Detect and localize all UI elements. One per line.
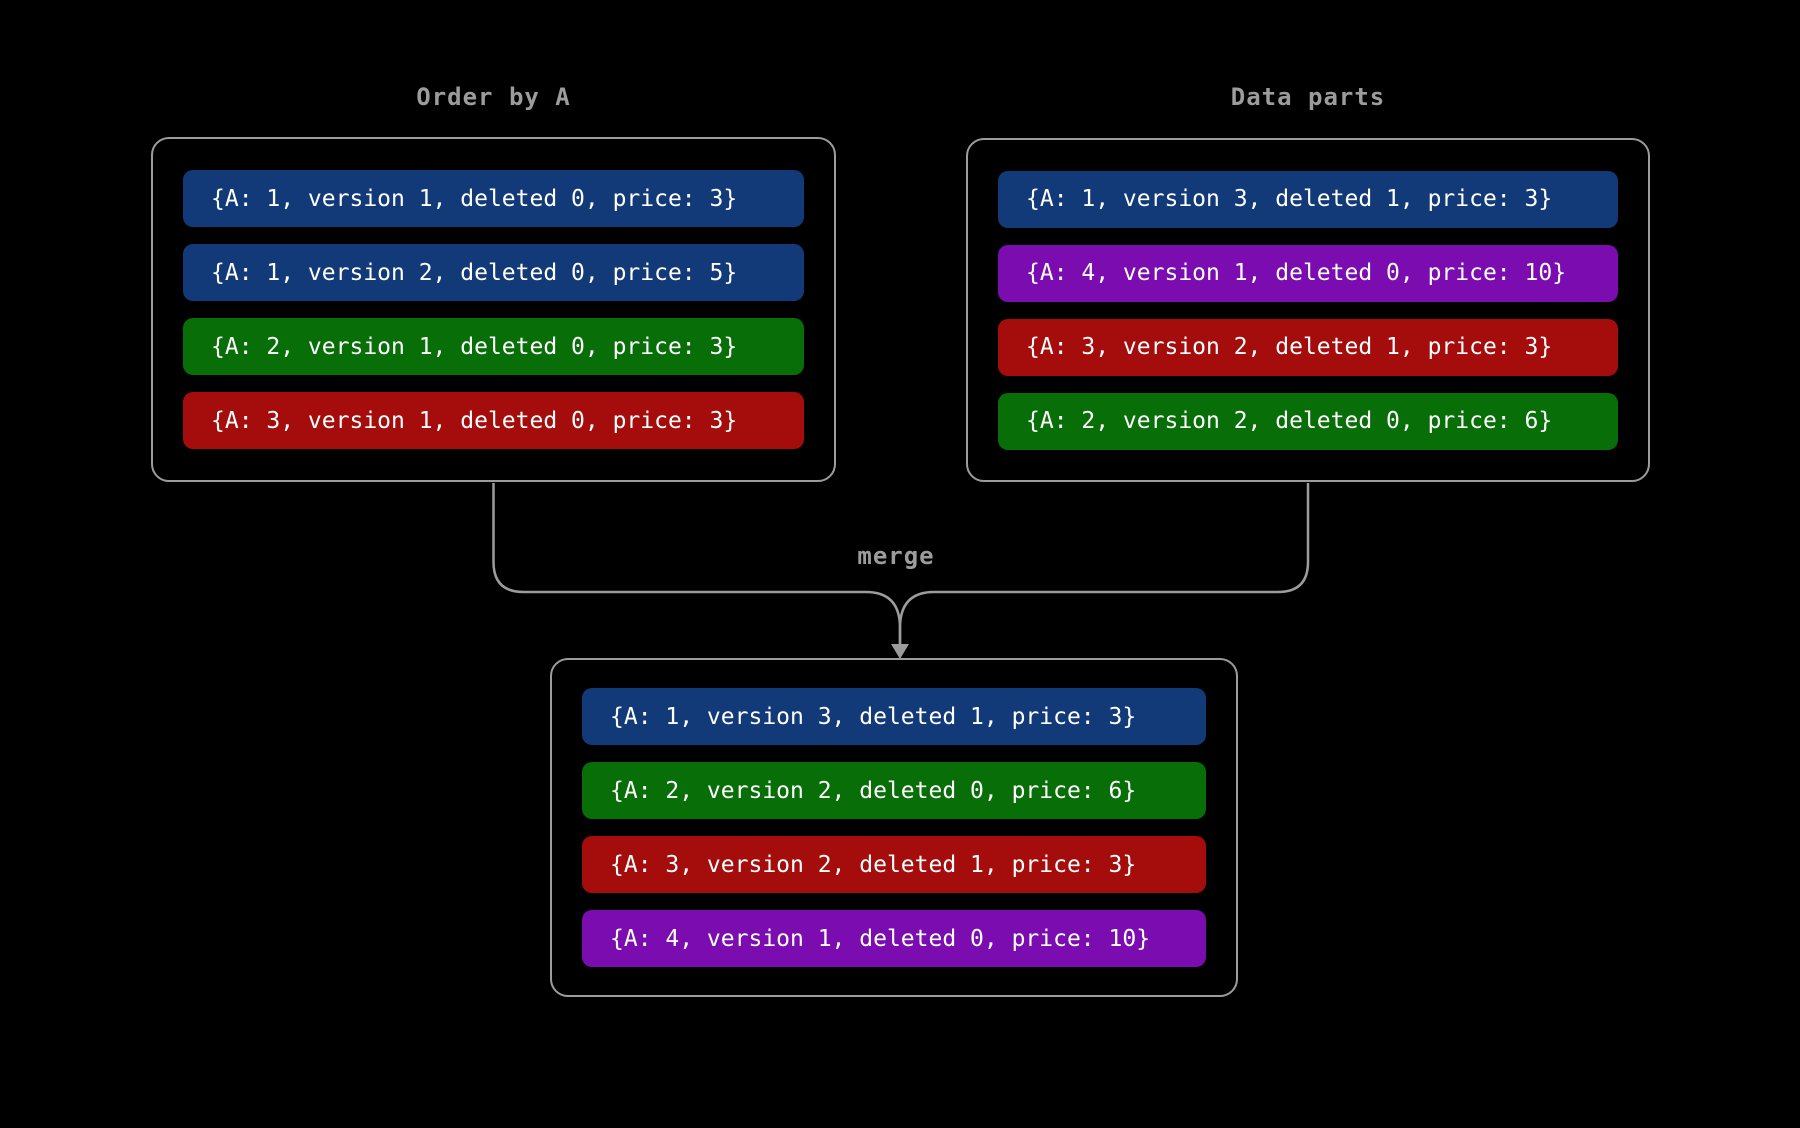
data-row: {A: 3, version 2, deleted 1, price: 3} xyxy=(998,318,1618,376)
right-panel-title: Data parts xyxy=(1230,83,1386,111)
arrow-down-icon xyxy=(891,644,909,659)
data-row: {A: 1, version 1, deleted 0, price: 3} xyxy=(183,170,804,227)
merge-label: merge xyxy=(857,542,935,570)
order-by-a-panel: {A: 1, version 1, deleted 0, price: 3} {… xyxy=(151,137,836,482)
data-parts-panel: {A: 1, version 3, deleted 1, price: 3} {… xyxy=(966,138,1650,482)
data-row: {A: 3, version 2, deleted 1, price: 3} xyxy=(582,836,1206,893)
left-panel-title: Order by A xyxy=(416,83,571,111)
data-row: {A: 1, version 2, deleted 0, price: 5} xyxy=(183,244,804,301)
data-row: {A: 2, version 2, deleted 0, price: 6} xyxy=(998,392,1618,450)
data-row: {A: 2, version 2, deleted 0, price: 6} xyxy=(582,762,1206,819)
data-row: {A: 2, version 1, deleted 0, price: 3} xyxy=(183,318,804,375)
merged-result-panel: {A: 1, version 3, deleted 1, price: 3} {… xyxy=(550,658,1238,997)
data-row: {A: 1, version 3, deleted 1, price: 3} xyxy=(998,170,1618,228)
data-row: {A: 4, version 1, deleted 0, price: 10} xyxy=(582,910,1206,967)
data-row: {A: 4, version 1, deleted 0, price: 10} xyxy=(998,244,1618,302)
data-row: {A: 3, version 1, deleted 0, price: 3} xyxy=(183,392,804,449)
data-row: {A: 1, version 3, deleted 1, price: 3} xyxy=(582,688,1206,745)
